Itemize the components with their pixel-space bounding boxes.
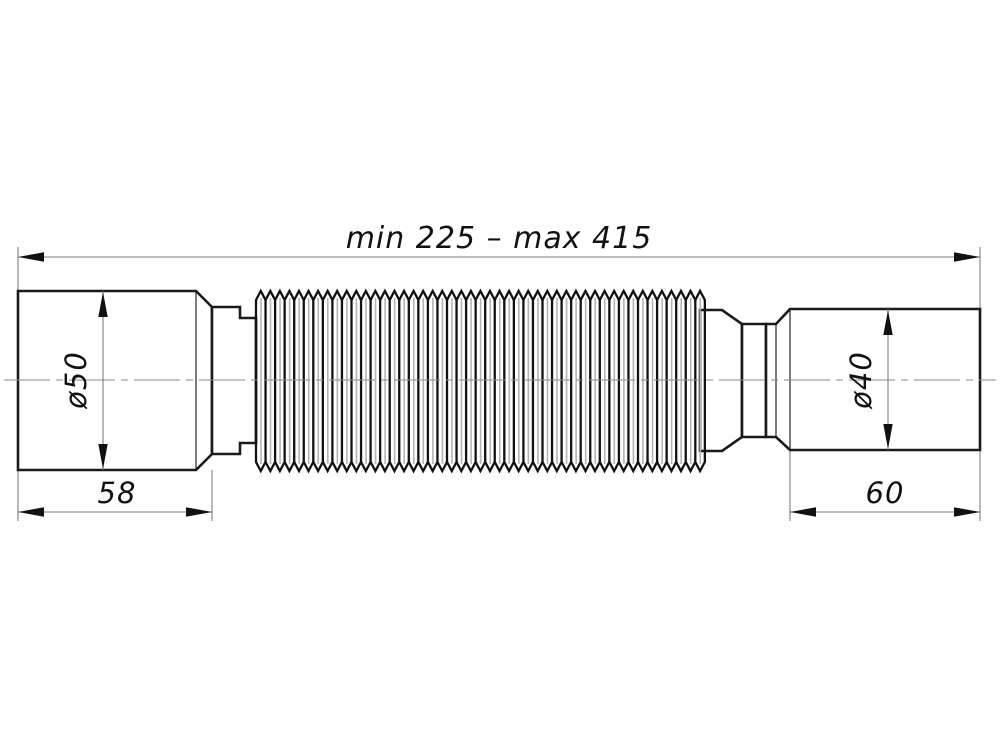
overall-length-label: min 225 – max 415 [346,221,653,256]
right-diameter-dimension: ø40 [844,309,893,450]
left-diameter-arrow-bottom [98,444,108,469]
bellows-top-profile [254,288,706,303]
left-diameter-label: ø50 [59,351,93,410]
left-length-dimension: 58 [18,476,212,517]
left-diameter-arrow-top [98,292,108,317]
left-diameter-dimension: ø50 [59,291,108,470]
right-length-arrow-right [954,507,980,517]
bellows-bottom-profile [254,459,706,474]
overall-length-dimension: min 225 – max 415 [18,221,980,262]
right-length-label: 60 [866,476,905,510]
left-length-label: 58 [98,476,137,510]
overall-arrow-right [954,252,980,262]
right-diameter-arrow-top [883,310,893,335]
corrugated-bellows [254,288,706,474]
overall-arrow-left [18,252,44,262]
right-diameter-label: ø40 [844,351,878,410]
right-length-dimension: 60 [790,476,980,517]
left-length-arrow-left [18,507,44,517]
right-diameter-arrow-bottom [883,424,893,449]
right-length-arrow-left [790,507,816,517]
left-length-arrow-right [186,507,212,517]
